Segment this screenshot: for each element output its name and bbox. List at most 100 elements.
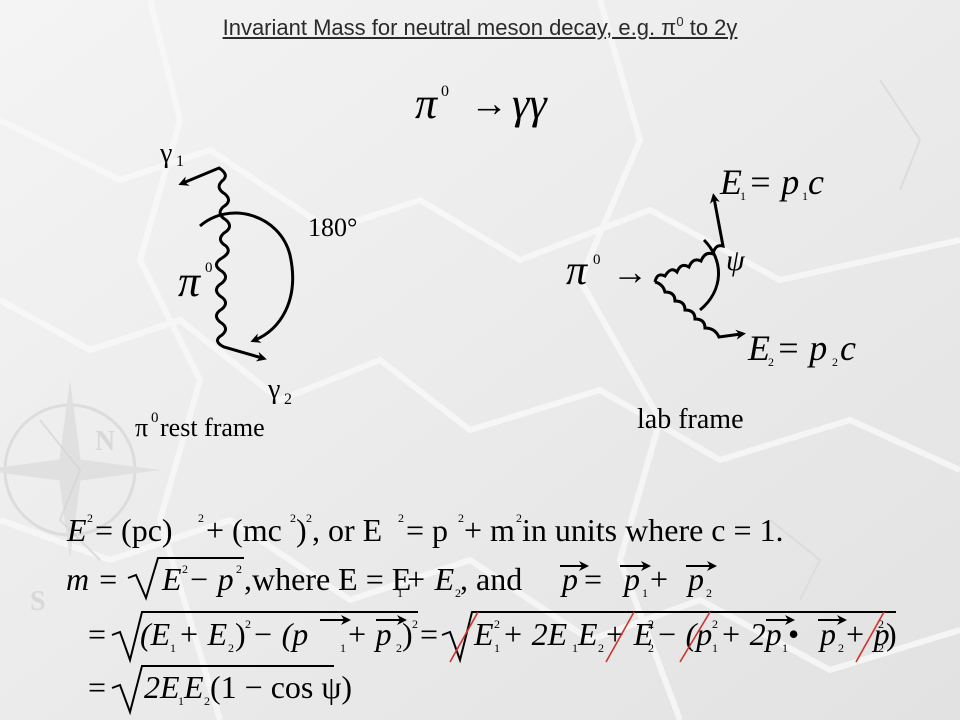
eq3-b: + E (178, 616, 228, 652)
eq3-e-sub: 2 (396, 641, 402, 655)
lab-E1-rhs-sub: 1 (802, 189, 808, 203)
eq3-r-dot: • (788, 616, 799, 652)
eq1-sup4: 2 (306, 511, 312, 525)
eq1-sup6: 2 (458, 511, 464, 525)
photon2-wavy (215, 256, 267, 362)
eq1-sup5: 2 (398, 511, 404, 525)
eq1-E: E (66, 512, 87, 548)
eq2-rad-E: E (161, 561, 182, 597)
rest-frame-caption: rest frame (160, 413, 265, 442)
angle-arc-180 (199, 211, 295, 343)
equation-line-2: m = E 2 − p 2 ,where E = E 1 + E 2 , and… (66, 557, 717, 601)
rest-frame-caption-symbol: π (135, 413, 148, 442)
lab-frame-caption: lab frame (637, 404, 744, 435)
eq3-r-a: E (473, 616, 494, 652)
eq4-b-sub: 2 (204, 694, 210, 708)
eq2-where: ,where E = E (244, 561, 411, 597)
eq1-close: ) (296, 512, 307, 548)
eq4-c: (1 − cos ψ) (210, 669, 352, 705)
reaction-equation: π 0 → γγ (415, 79, 548, 128)
lab-psi-label: ψ (726, 244, 746, 277)
rest-pion-sup: 0 (205, 260, 213, 276)
eq2-plus: + (650, 561, 668, 597)
eq3-c-sup: 2 (245, 617, 251, 631)
eq4-a: 2E (144, 669, 180, 705)
gamma1-sub: 1 (176, 153, 184, 170)
gamma2-label: γ (267, 374, 280, 405)
eq3-r-h-sup: 2 (878, 617, 884, 631)
lab-E2-rhs-sub: 2 (832, 355, 838, 369)
eq3-r-e-sub: 1 (712, 641, 718, 655)
eq3-a: (E (140, 616, 171, 652)
eq1-sup3: 2 (290, 511, 296, 525)
equations-block: E 2 = (pc) 2 + (mc 2 ) 2 , or E 2 = p 2 … (66, 511, 897, 716)
eq3-r-a-sub: 1 (494, 641, 500, 655)
eq3-r-c: E (577, 616, 598, 652)
eq2-pvec: p (560, 561, 578, 597)
eq3-r-d-sub: 2 (648, 641, 654, 655)
eq3-radical-right (441, 611, 896, 664)
eq1-sup2: 2 (198, 511, 204, 525)
lab-E1: E (719, 162, 742, 202)
rest-pion-symbol: π (178, 257, 202, 306)
compass-watermark: N S (0, 380, 160, 617)
eq2-sub2: 2 (455, 586, 461, 600)
cancel-strikes (449, 611, 885, 663)
eq2-rad-sup1: 2 (182, 562, 188, 576)
eq2-p2: p (686, 561, 704, 597)
reaction-products: γγ (512, 79, 548, 128)
eq3-r-b-sub: 1 (572, 641, 578, 655)
lab-E2-c: c (840, 328, 856, 368)
lab-angle-arc (699, 238, 720, 312)
eq1-m: + m (464, 512, 515, 548)
gamma1-label: γ (159, 138, 172, 169)
lab-E2: E (747, 328, 770, 368)
eq4-radical (111, 665, 334, 716)
svg-text:S: S (30, 586, 46, 617)
eq3-r-g-sub: 2 (838, 641, 844, 655)
eq3-r-b: + 2E (502, 616, 568, 652)
eq3-f: ) (402, 616, 413, 652)
eq3-r-h-sub: 2 (878, 641, 884, 655)
lab-pion-sup: 0 (593, 252, 601, 268)
lab-E1-c: c (808, 162, 824, 202)
eq3-equals: = (88, 616, 106, 652)
eq3-r-i: ) (886, 616, 897, 652)
eq3-f-sup: 2 (412, 617, 418, 631)
lab-E1-sub: 1 (740, 189, 746, 203)
eq3-b-sub: 2 (228, 641, 234, 655)
reaction-parent: π (415, 79, 439, 128)
eq1-mc: + (mc (206, 512, 282, 548)
eq2-p1-sub: 1 (642, 586, 648, 600)
eq3-d-sub: 1 (340, 641, 346, 655)
equation-line-1: E 2 = (pc) 2 + (mc 2 ) 2 , or E 2 = p 2 … (66, 511, 784, 548)
lab-pion-arrow: → (612, 252, 648, 292)
eq3-r-a-sup: 2 (494, 617, 500, 631)
lab-photon2 (654, 280, 746, 340)
svg-text:N: N (95, 426, 115, 457)
lab-pion-symbol: π (566, 248, 588, 294)
eq4-a-sub: 1 (178, 694, 184, 708)
eq1-pc: = (pc) (95, 512, 173, 548)
eq1-or: , or E (312, 512, 382, 548)
eq2-and: , and (460, 561, 522, 597)
lab-E1-rhs: = p (748, 162, 799, 202)
eq2-plusE: + E (405, 561, 455, 597)
eq3-mid: = (420, 616, 438, 652)
eq3-radical-left (111, 611, 418, 664)
slide-title: Invariant Mass for neutral meson decay, … (222, 14, 738, 40)
eq2-p1: p (622, 561, 640, 597)
eq1-sup1: 2 (87, 511, 93, 525)
equation-line-4: = 2E 1 E 2 (1 − cos ψ) (88, 665, 352, 716)
reaction-arrow: → (470, 83, 508, 125)
eq2-rad-sup2: 2 (236, 562, 242, 576)
reaction-parent-sup: 0 (441, 83, 449, 100)
eq3-r-e-sup: 2 (712, 617, 718, 631)
eq2-p2-sub: 2 (706, 586, 712, 600)
eq3-d: − (p (252, 616, 308, 652)
eq3-r-d-sup: 2 (648, 617, 654, 631)
equation-line-3: = (E 1 + E 2 ) 2 − (p 1 + p 2 ) 2 = E (88, 611, 897, 664)
